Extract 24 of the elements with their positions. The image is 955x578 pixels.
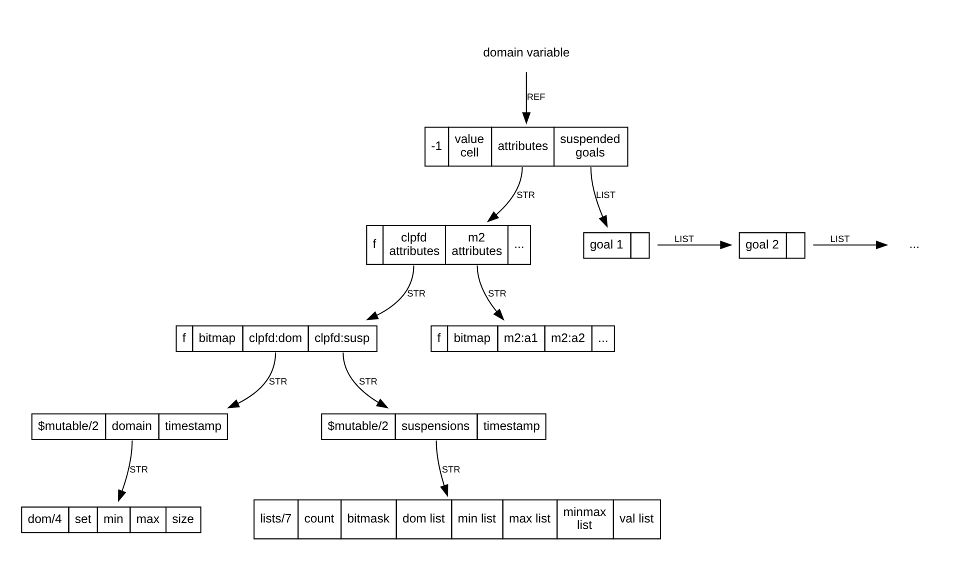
edge-label: LIST: [674, 234, 694, 244]
arrow: [366, 265, 414, 320]
arrow: [590, 167, 608, 228]
edge-label: STR: [130, 464, 148, 474]
arrow: [813, 240, 888, 250]
edge-label: REF: [526, 92, 546, 102]
arrow: [486, 167, 523, 222]
edge-label: LIST: [830, 234, 850, 244]
edge-label: STR: [268, 376, 288, 386]
arrow: [342, 352, 389, 408]
edge-label: STR: [442, 464, 460, 474]
arrow: [118, 440, 133, 502]
node-text: domain variable: [483, 46, 570, 60]
arrow: [522, 72, 531, 125]
arrow: [436, 440, 448, 498]
node-text: ...: [909, 237, 920, 252]
edge-label: STR: [516, 190, 536, 200]
edge-label: LIST: [596, 190, 616, 200]
edge-label: STR: [407, 288, 426, 298]
arrow: [476, 265, 504, 321]
arrow: [658, 240, 732, 250]
edge-label: STR: [488, 288, 506, 298]
arrow: [227, 352, 276, 408]
edge-label: STR: [358, 376, 378, 386]
